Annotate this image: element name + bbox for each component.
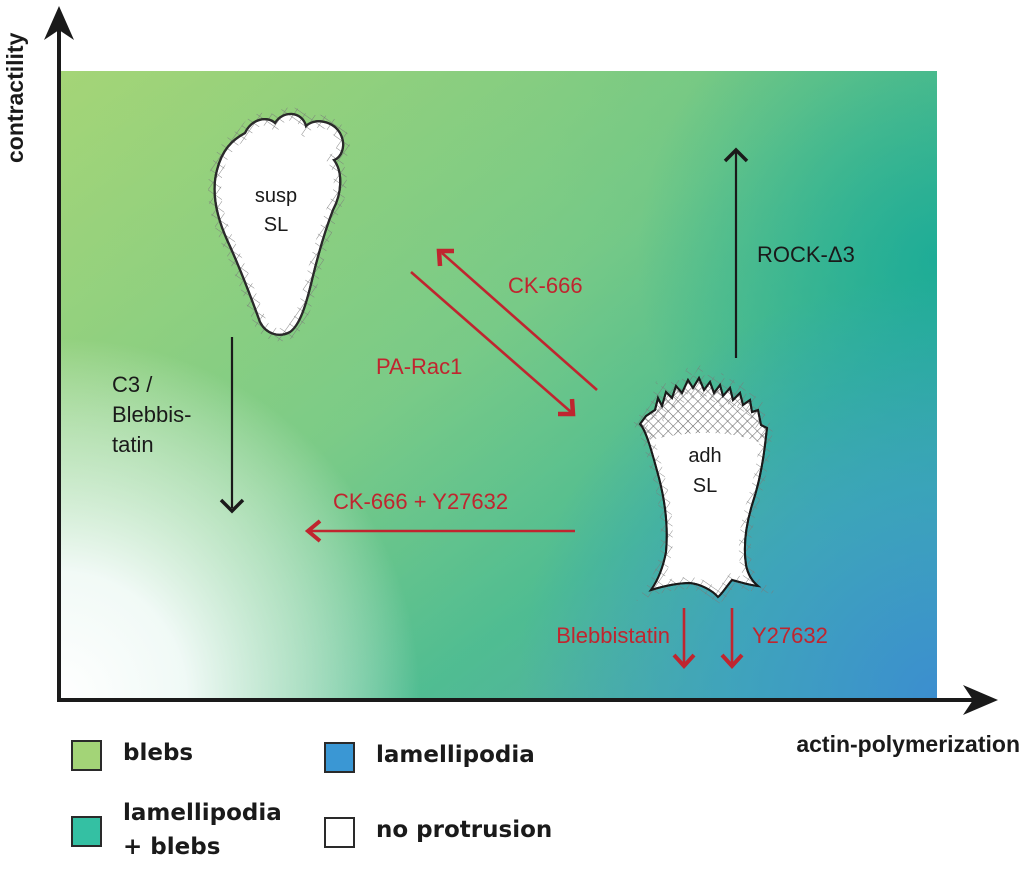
rock-delta3-arrowhead-icon <box>723 147 749 163</box>
c3-blebbistatin-label-line1: C3 / <box>112 372 153 397</box>
legend-swatch-lamellipodia <box>324 742 355 773</box>
ck666-arrow-shaft <box>441 252 598 391</box>
legend-label-lamellipodia: lamellipodia <box>376 742 535 768</box>
blebbistatin-label: Blebbistatin <box>556 623 670 648</box>
y27632-arrowhead-icon <box>720 653 744 669</box>
x-axis-arrowhead-icon <box>963 685 998 715</box>
adh-cell-label-backing <box>680 446 730 508</box>
pa-rac1-arrowhead-icon <box>558 398 576 417</box>
adh-cell-lamellipod-hatch <box>640 378 767 445</box>
arrow-ck666: CK-666 <box>436 248 598 391</box>
c3-blebbistatin-arrowhead-icon <box>219 498 245 514</box>
c3-blebbistatin-label-line3: tatin <box>112 432 154 457</box>
x-axis <box>57 685 998 715</box>
legend-label-no-protrusion: no protrusion <box>376 817 553 843</box>
rock-delta3-label: ROCK-Δ3 <box>757 242 855 267</box>
c3-blebbistatin-label-line2: Blebbis- <box>112 402 191 427</box>
ck666-y27632-label: CK-666 + Y27632 <box>333 489 508 514</box>
arrow-c3-blebbistatin: C3 / Blebbis- tatin <box>112 337 245 514</box>
blebbistatin-arrowhead-icon <box>672 653 696 669</box>
pa-rac1-arrow-shaft <box>410 271 572 413</box>
susp-cell-border <box>213 112 345 336</box>
legend-swatch-no-protrusion <box>324 817 355 848</box>
y-axis-label: contractility <box>2 32 28 163</box>
cell-susp-sl: susp SL <box>208 107 350 342</box>
arrow-y27632: Y27632 <box>720 608 828 669</box>
legend-item-no-protrusion: no protrusion <box>324 817 552 848</box>
y27632-label: Y27632 <box>752 623 828 648</box>
cell-adh-sl: adh SL <box>632 364 778 606</box>
phase-field <box>60 71 937 698</box>
legend-item-lamellipodia: lamellipodia <box>324 742 535 773</box>
legend-item-blebs: blebs <box>71 740 193 771</box>
legend-label-blebs: blebs <box>123 740 194 766</box>
y-axis <box>44 6 74 700</box>
legend-item-lamellipodia-blebs: lamellipodia + blebs <box>71 800 282 864</box>
ck666-label: CK-666 <box>508 273 583 298</box>
arrow-rock-delta3: ROCK-Δ3 <box>723 147 855 358</box>
susp-cell-label-line2: SL <box>264 214 288 236</box>
adh-cell-label-line2: SL <box>693 475 717 497</box>
legend-swatch-blebs <box>71 740 102 771</box>
arrow-blebbistatin: Blebbistatin <box>556 608 696 669</box>
legend-swatch-lamellipodia-blebs <box>71 816 102 847</box>
adh-cell-border <box>638 375 769 599</box>
legend-label-lamellipodia-blebs: lamellipodia + blebs <box>123 800 282 860</box>
pa-rac1-label: PA-Rac1 <box>376 354 462 379</box>
x-axis-label: actin-polymerization <box>796 731 1020 757</box>
arrow-ck666-y27632: CK-666 + Y27632 <box>304 489 575 543</box>
susp-cell-label-line1: susp <box>255 185 297 207</box>
ck666-y27632-arrowhead-icon <box>304 519 322 543</box>
y-axis-arrowhead-icon <box>44 6 74 40</box>
arrow-pa-rac1: PA-Rac1 <box>376 271 576 417</box>
adh-cell-label-line1: adh <box>688 445 721 467</box>
ck666-arrowhead-icon <box>436 248 454 267</box>
field-no-protrusion-region <box>60 71 937 698</box>
